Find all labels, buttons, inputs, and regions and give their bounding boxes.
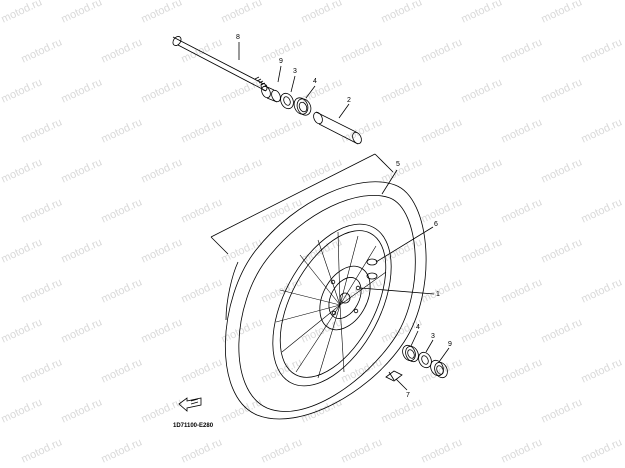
brake-disc bbox=[319, 265, 371, 331]
callout-valve: 7 bbox=[406, 392, 410, 399]
collar-bottom bbox=[430, 359, 448, 379]
bearing-bottom bbox=[402, 344, 419, 363]
callout-bearing-bottom: 4 bbox=[416, 324, 420, 331]
front-axle bbox=[172, 36, 268, 92]
tire bbox=[224, 181, 427, 420]
callout-wheel: 1 bbox=[436, 291, 440, 298]
valve bbox=[385, 370, 403, 382]
callout-oil-seal-top: 3 bbox=[293, 68, 297, 75]
spacer-tube bbox=[313, 111, 362, 145]
projection-lines bbox=[210, 153, 394, 255]
front-direction-arrow-icon bbox=[178, 397, 202, 412]
diagram-code: 1D71100-E280 bbox=[173, 423, 214, 429]
collar-top bbox=[261, 85, 281, 103]
callout-collar-bottom: 9 bbox=[448, 341, 452, 348]
callout-spacer: 2 bbox=[347, 97, 351, 104]
callout-disc: 6 bbox=[434, 221, 438, 228]
bearing-top bbox=[293, 97, 312, 116]
callout-oil-seal-bottom: 3 bbox=[431, 333, 435, 340]
wheel-spokes bbox=[275, 231, 387, 379]
callout-axle: 8 bbox=[236, 34, 240, 41]
callout-collar-top: 9 bbox=[279, 58, 283, 65]
oil-seal-bottom bbox=[418, 351, 432, 369]
callout-tire: 5 bbox=[396, 161, 400, 168]
rim bbox=[272, 223, 392, 387]
hub-lugs bbox=[366, 258, 378, 280]
callout-bearing-top: 4 bbox=[313, 78, 317, 85]
oil-seal-top bbox=[280, 92, 294, 110]
